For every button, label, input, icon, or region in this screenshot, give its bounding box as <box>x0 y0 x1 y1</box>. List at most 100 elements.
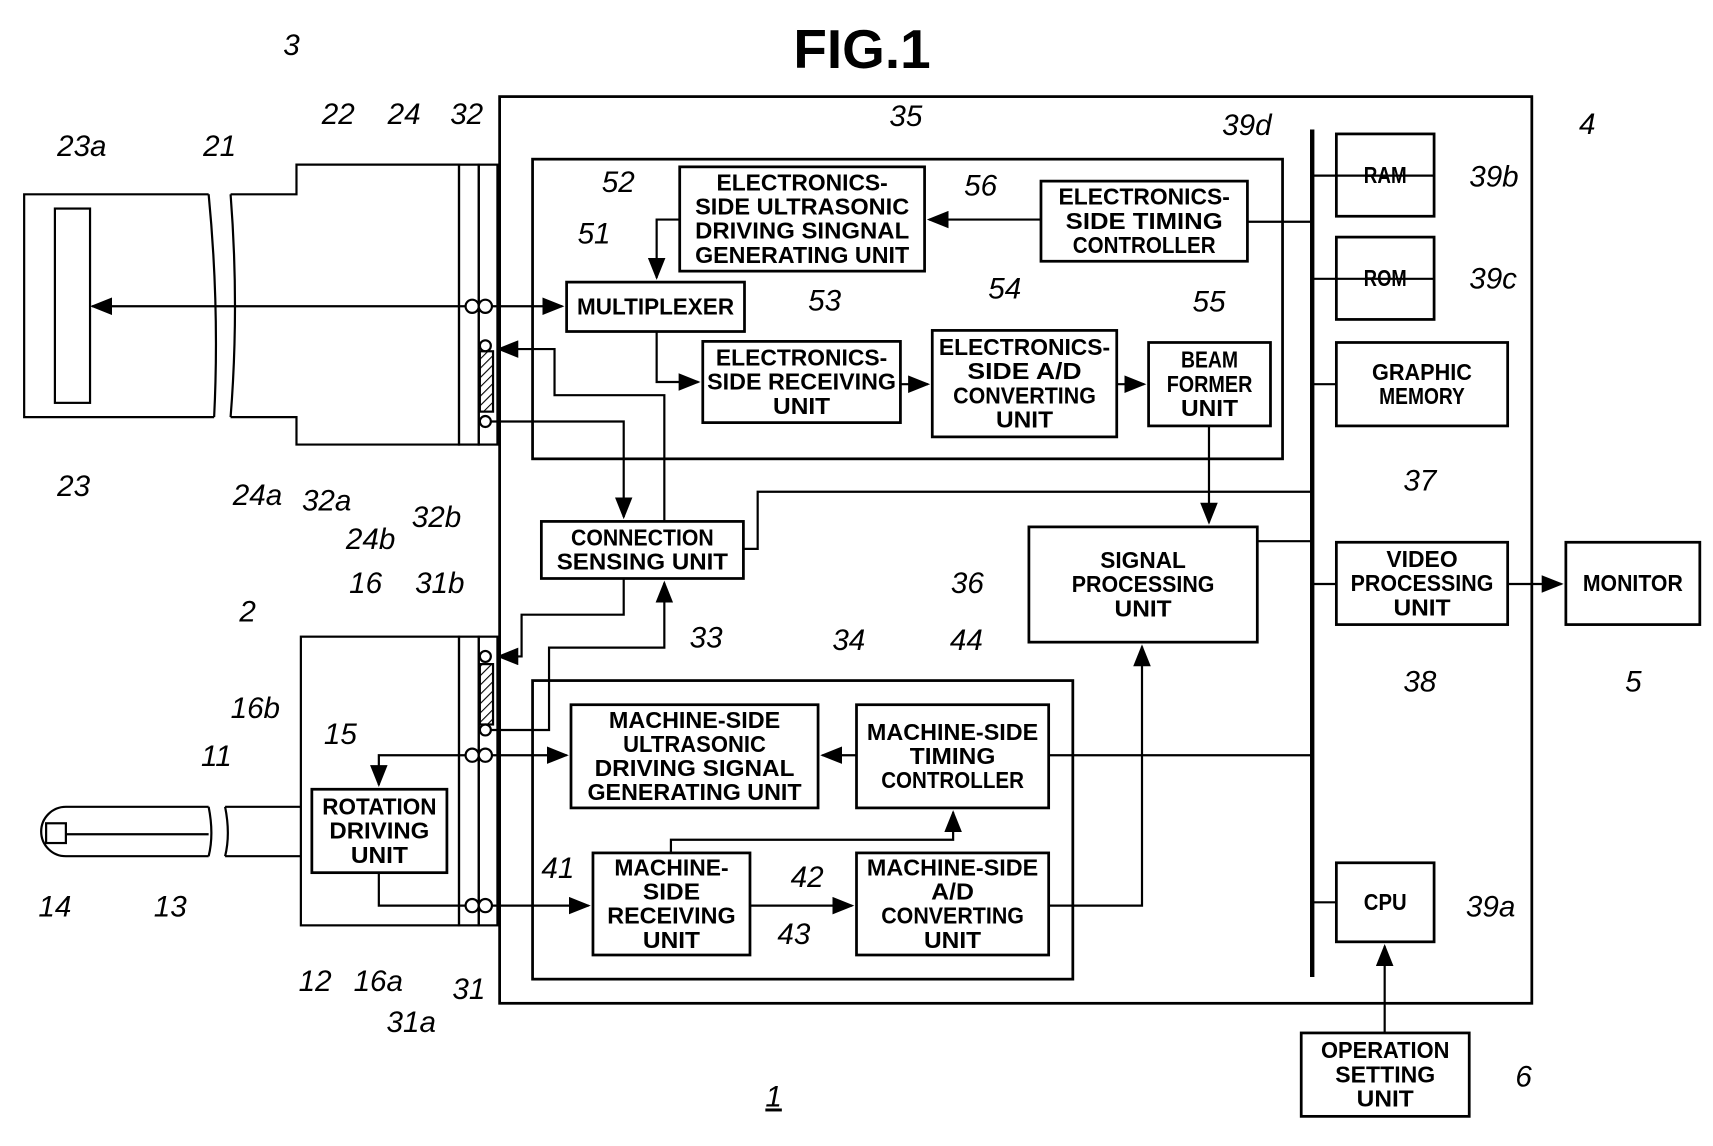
block-label-line: ULTRASONIC <box>623 731 766 757</box>
block-label-line: SIDE RECEIVING <box>707 369 896 395</box>
block-b56: ELECTRONICS-SIDE TIMINGCONTROLLER <box>1041 181 1247 261</box>
block-label-line: CONVERTING <box>881 903 1024 929</box>
block-label-line: ELECTRONICS- <box>1059 184 1230 210</box>
block-label-line: DRIVING SINGNAL <box>695 218 909 244</box>
block-label-line: SIDE A/D <box>967 358 1081 384</box>
block-label-line: PROCESSING <box>1072 571 1215 597</box>
reference-numeral: 23a <box>56 130 106 163</box>
block-label-line: SETTING <box>1335 1061 1435 1087</box>
mechanical-probe-2 <box>41 637 497 926</box>
block-label-line: GENERATING UNIT <box>587 779 801 805</box>
block-label-line: PROCESSING <box>1351 570 1494 596</box>
reference-numeral: 37 <box>1403 465 1437 498</box>
block-label-line: UNIT <box>1357 1085 1414 1111</box>
reference-numeral: 56 <box>964 169 997 202</box>
reference-numeral: 53 <box>808 285 841 318</box>
block-label-line: MACHINE-SIDE <box>867 719 1038 745</box>
reference-numeral: 32 <box>450 98 483 131</box>
reference-numeral: 55 <box>1193 286 1226 319</box>
reference-numeral: 23 <box>56 470 90 503</box>
block-b54: ELECTRONICS-SIDE A/DCONVERTINGUNIT <box>932 330 1116 436</box>
block-b33: CONNECTIONSENSING UNIT <box>541 521 743 578</box>
reference-numeral: 39a <box>1466 891 1515 924</box>
reference-numeral: 14 <box>38 891 71 924</box>
block-label-line: FORMER <box>1167 371 1253 397</box>
block-label-line: TIMING <box>910 743 996 769</box>
block-label-line: CPU <box>1364 889 1407 915</box>
figure-title: FIG.1 <box>793 18 930 80</box>
reference-numeral: 6 <box>1515 1061 1532 1094</box>
reference-numeral: 3 <box>283 29 300 62</box>
block-label-line: DRIVING <box>329 818 429 844</box>
reference-numeral: 2 <box>238 595 256 628</box>
reference-numeral: 52 <box>602 166 635 199</box>
reference-numeral: 39d <box>1222 109 1273 142</box>
block-label-line: SIGNAL <box>1100 547 1186 573</box>
block-op: OPERATIONSETTINGUNIT <box>1301 1033 1469 1116</box>
block-label-line: MONITOR <box>1583 570 1683 596</box>
block-label-line: MULTIPLEXER <box>577 293 734 319</box>
reference-numeral: 44 <box>950 624 983 657</box>
reference-numeral: 34 <box>832 624 865 657</box>
reference-numeral: 24a <box>232 479 282 512</box>
block-label-line: SIDE TIMING <box>1066 208 1223 234</box>
block-label-line: ELECTRONICS- <box>716 345 887 371</box>
block-label-line: A/D <box>931 879 974 905</box>
block-label-line: ROTATION <box>322 793 436 819</box>
reference-numeral: 22 <box>321 98 355 131</box>
block-label-line: SENSING UNIT <box>557 549 728 575</box>
block-label-line: DRIVING SIGNAL <box>595 755 795 781</box>
block-b43: MACHINE-SIDEA/DCONVERTINGUNIT <box>857 853 1049 955</box>
reference-numeral: 24b <box>345 523 395 556</box>
block-label-line: UNIT <box>773 393 830 419</box>
block-label-line: MACHINE- <box>614 854 728 880</box>
block-label-line: ELECTRONICS- <box>939 334 1110 360</box>
reference-numeral: 31b <box>415 567 464 600</box>
reference-numeral: 35 <box>889 100 922 133</box>
block-label-line: CONTROLLER <box>1073 232 1216 258</box>
reference-numeral: 1 <box>765 1080 781 1113</box>
block-label-line: UNIT <box>1393 594 1450 620</box>
reference-numeral: 42 <box>791 861 824 894</box>
block-b38: VIDEOPROCESSINGUNIT <box>1336 542 1507 624</box>
reference-numeral: 13 <box>154 891 187 924</box>
block-label-line: SIDE ULTRASONIC <box>695 194 909 220</box>
reference-numeral: 51 <box>578 218 611 251</box>
block-label-line: OPERATION <box>1321 1037 1449 1063</box>
reference-numeral: 15 <box>324 718 357 751</box>
reference-numeral: 33 <box>690 622 723 655</box>
block-b15: ROTATIONDRIVINGUNIT <box>312 789 447 872</box>
block-label-line: SIDE <box>643 879 700 905</box>
block-label-line: GRAPHIC <box>1372 359 1472 385</box>
block-label-line: GENERATING UNIT <box>695 242 909 268</box>
electronic-probe-3 <box>24 165 497 445</box>
block-b51: MULTIPLEXER <box>567 282 745 331</box>
reference-numeral: 39c <box>1469 263 1517 296</box>
block-label-line: MEMORY <box>1379 383 1465 409</box>
block-cpu: CPU <box>1336 863 1434 942</box>
reference-numeral: 31 <box>452 973 485 1006</box>
reference-numeral: 31a <box>387 1006 436 1039</box>
reference-numeral: 11 <box>201 740 232 773</box>
reference-numeral: 21 <box>202 130 236 163</box>
block-label-line: UNIT <box>351 842 408 868</box>
reference-numeral: 54 <box>988 273 1021 306</box>
block-label-line: MACHINE-SIDE <box>867 854 1038 880</box>
reference-numeral: 16 <box>349 567 382 600</box>
block-label-line: RECEIVING <box>607 903 735 929</box>
block-b44: MACHINE-SIDETIMINGCONTROLLER <box>857 705 1049 808</box>
block-b41: MACHINE-SIDEULTRASONICDRIVING SIGNALGENE… <box>571 705 818 808</box>
block-label-line: VIDEO <box>1386 546 1457 572</box>
reference-numeral: 36 <box>951 567 984 600</box>
block-label-line: ELECTRONICS- <box>716 169 887 195</box>
block-b52: ELECTRONICS-SIDE ULTRASONICDRIVING SINGN… <box>680 167 925 271</box>
block-label-line: UNIT <box>996 407 1053 433</box>
reference-numeral: 38 <box>1403 666 1436 699</box>
block-b36: SIGNALPROCESSINGUNIT <box>1029 527 1257 642</box>
block-label-line: CONTROLLER <box>881 767 1024 793</box>
block-b55: BEAMFORMERUNIT <box>1149 342 1271 425</box>
reference-numeral: 16a <box>354 965 403 998</box>
block-b53: ELECTRONICS-SIDE RECEIVINGUNIT <box>703 341 901 422</box>
reference-numeral: 12 <box>299 965 332 998</box>
